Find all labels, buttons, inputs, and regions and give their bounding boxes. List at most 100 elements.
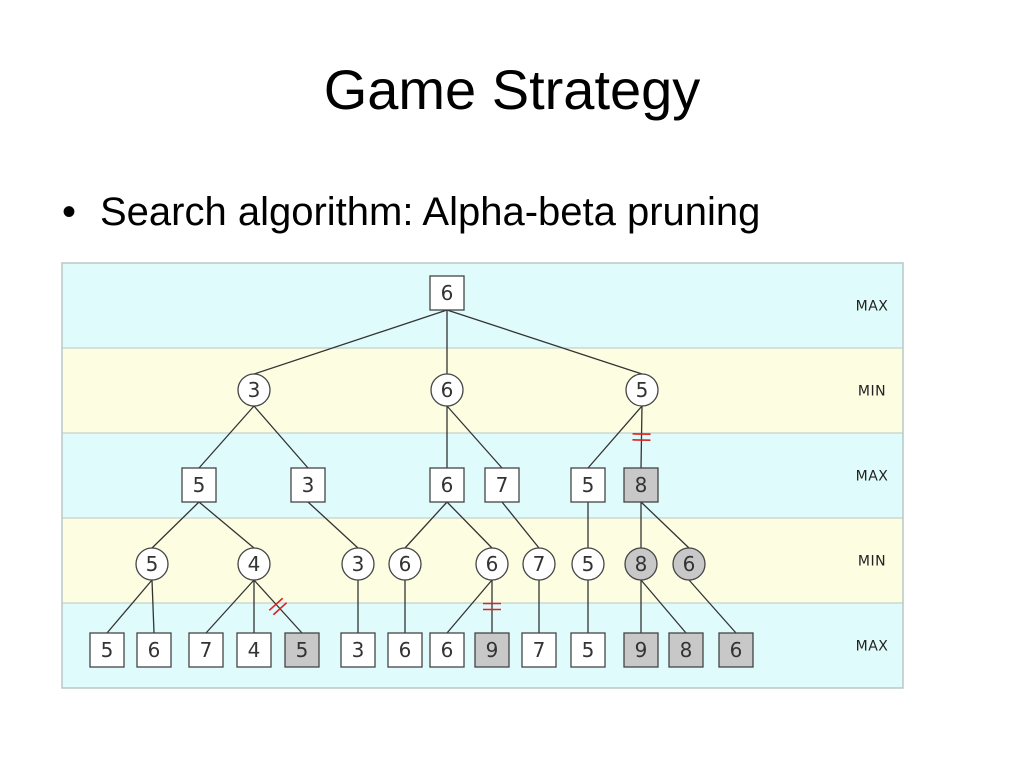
tree-edge — [587, 405, 643, 469]
max-node-d10: 7 — [521, 632, 557, 668]
level-label-max: MAX — [856, 639, 889, 655]
max-node-b5: 5 — [570, 467, 606, 503]
tree-edge — [151, 501, 200, 549]
bullet-item: • Search algorithm: Alpha-beta pruning — [62, 192, 760, 232]
level-labels: MAX MIN MAX MIN MAX — [856, 299, 889, 655]
node-value: 5 — [582, 473, 595, 497]
node-value: 6 — [683, 552, 696, 576]
max-node-d11: 5 — [570, 632, 606, 668]
max-node-d2: 6 — [136, 632, 172, 668]
level-label-min: MIN — [858, 384, 886, 400]
tree-edge — [404, 501, 448, 549]
tree-edges — [106, 309, 737, 634]
min-node-c8-pruned: 8 — [624, 547, 658, 581]
max-node-b1: 5 — [181, 467, 217, 503]
max-node-b3: 6 — [429, 467, 465, 503]
max-node-d7: 6 — [387, 632, 423, 668]
tree-edge — [198, 501, 255, 549]
tree-edge — [688, 579, 737, 634]
prune-cut-mark — [268, 597, 288, 616]
node-value: 9 — [635, 638, 648, 662]
node-value: 5 — [582, 552, 595, 576]
max-node-d12-pruned: 9 — [623, 632, 659, 668]
node-value: 7 — [533, 638, 546, 662]
node-value: 6 — [486, 552, 499, 576]
max-node-d9-pruned: 9 — [474, 632, 510, 668]
level-label-max: MAX — [856, 299, 889, 315]
node-value: 9 — [486, 638, 499, 662]
node-value: 8 — [635, 473, 648, 497]
max-node-d3: 7 — [188, 632, 224, 668]
bullet-dot: • — [62, 190, 77, 234]
level-label-min: MIN — [858, 554, 886, 570]
node-value: 7 — [533, 552, 546, 576]
tree-edge — [151, 579, 155, 634]
node-value: 6 — [441, 638, 454, 662]
node-value: 6 — [441, 378, 454, 402]
node-value: 3 — [352, 552, 365, 576]
level-band-min — [61, 517, 904, 604]
min-node-c9-pruned: 6 — [672, 547, 706, 581]
diagram-frame — [61, 262, 904, 689]
node-value: 5 — [193, 473, 206, 497]
tree-edge — [640, 405, 643, 469]
node-value: 8 — [680, 638, 693, 662]
node-value: 5 — [582, 638, 595, 662]
tree-edge — [253, 309, 448, 375]
prune-cut-mark — [483, 602, 501, 611]
node-value: 7 — [200, 638, 213, 662]
node-value: 6 — [730, 638, 743, 662]
max-node-d13-pruned: 8 — [668, 632, 704, 668]
node-value: 6 — [399, 638, 412, 662]
min-node-c5: 6 — [475, 547, 509, 581]
min-node-a3: 5 — [625, 373, 659, 407]
min-node-a2: 6 — [430, 373, 464, 407]
max-node-r: 6 — [429, 275, 465, 311]
node-value: 6 — [441, 281, 454, 305]
min-node-a1: 3 — [237, 373, 271, 407]
min-node-c3: 3 — [341, 547, 375, 581]
max-node-b2: 3 — [290, 467, 326, 503]
tree-edge — [446, 579, 493, 634]
slide-title: Game Strategy — [323, 58, 701, 121]
tree-edge — [253, 579, 303, 634]
node-value: 5 — [146, 552, 159, 576]
level-band-max — [61, 262, 904, 349]
node-value: 6 — [148, 638, 161, 662]
prune-cut-mark — [632, 433, 651, 441]
level-band-min — [61, 347, 904, 434]
tree-edge — [501, 501, 540, 549]
node-value: 6 — [399, 552, 412, 576]
node-value: 5 — [101, 638, 114, 662]
node-value: 8 — [635, 552, 648, 576]
node-value: 7 — [496, 473, 509, 497]
level-bands — [61, 262, 904, 689]
min-node-c6: 7 — [522, 547, 556, 581]
tree-edge — [205, 579, 255, 634]
tree-edge — [446, 501, 493, 549]
tree-edge — [253, 405, 309, 469]
min-node-c4: 6 — [388, 547, 422, 581]
node-value: 4 — [248, 552, 261, 576]
tree-edge — [307, 501, 359, 549]
tree-edge — [198, 405, 255, 469]
level-label-max: MAX — [856, 469, 889, 485]
node-value: 3 — [248, 378, 261, 402]
max-node-b6-pruned: 8 — [623, 467, 659, 503]
tree-edge — [640, 501, 690, 549]
tree-edge — [446, 405, 503, 469]
min-node-c7: 5 — [571, 547, 605, 581]
node-value: 5 — [636, 378, 649, 402]
max-node-b4: 7 — [484, 467, 520, 503]
tree-edge — [446, 309, 643, 375]
max-node-d6: 3 — [340, 632, 376, 668]
node-value: 3 — [302, 473, 315, 497]
node-value: 5 — [296, 638, 309, 662]
max-node-d14-pruned: 6 — [718, 632, 754, 668]
node-value: 6 — [441, 473, 454, 497]
node-value: 3 — [352, 638, 365, 662]
max-node-d8: 6 — [429, 632, 465, 668]
prune-cuts — [268, 433, 651, 616]
